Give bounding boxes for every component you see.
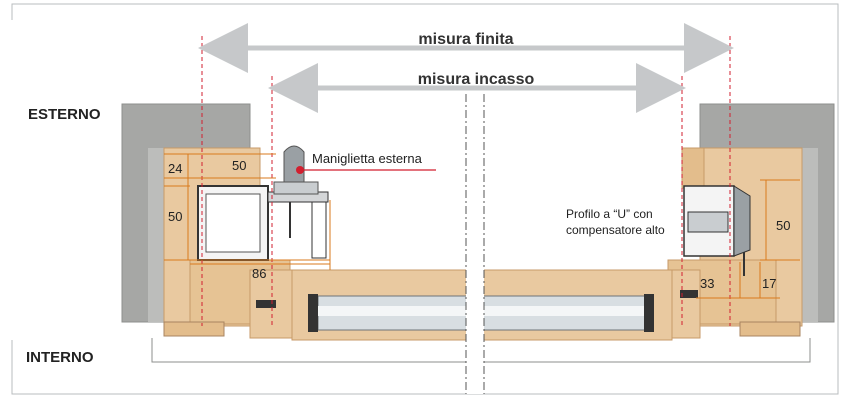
label-esterno: ESTERNO xyxy=(28,106,101,123)
dim-33: 33 xyxy=(700,276,714,291)
center-break xyxy=(465,94,485,394)
dim-86: 86 xyxy=(252,266,266,281)
cut-lines xyxy=(201,36,731,326)
label-interno: INTERNO xyxy=(26,349,94,366)
handle-marker xyxy=(296,166,304,174)
maniglietta-esterna-handle xyxy=(273,145,319,195)
dim-50-right: 50 xyxy=(776,218,790,233)
outer-frame xyxy=(11,3,839,395)
label-misura-incasso: misura incasso xyxy=(418,71,535,88)
right-frame-wood xyxy=(659,147,803,339)
label-profilo-line1: Profilo a “U” con xyxy=(566,207,653,221)
dimension-lines xyxy=(164,153,800,299)
left-aluminium-profile xyxy=(197,185,329,261)
u-profile-compensator xyxy=(683,185,751,276)
dim-17: 17 xyxy=(762,276,776,291)
dim-24: 24 xyxy=(168,161,182,176)
label-maniglietta: Maniglietta esterna xyxy=(312,151,423,166)
dim-50-left: 50 xyxy=(168,209,182,224)
label-profilo-line2: compensatore alto xyxy=(566,223,665,237)
label-misura-finita: misura finita xyxy=(418,31,513,48)
dim-50-top: 50 xyxy=(232,158,246,173)
